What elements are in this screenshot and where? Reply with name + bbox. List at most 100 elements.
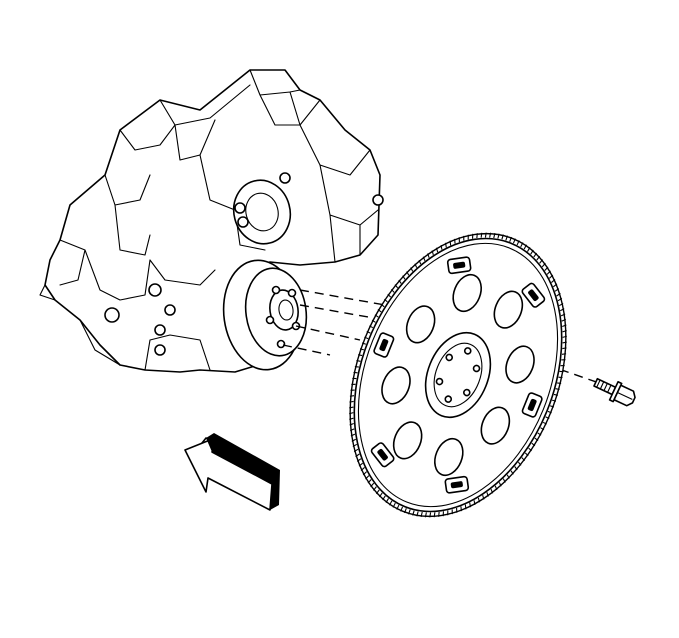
flywheel-hub-bolt-hole — [462, 388, 471, 397]
ring-gear-tooth — [396, 504, 400, 510]
ring-gear-tooth — [480, 232, 483, 238]
ring-gear-tooth — [512, 238, 516, 244]
ring-gear-tooth — [551, 278, 556, 283]
block-bolt-hole — [237, 216, 249, 228]
ring-gear-tooth — [400, 506, 404, 512]
ring-gear-tooth — [354, 365, 359, 368]
ring-gear-tooth — [509, 236, 512, 242]
converter-slot — [521, 392, 543, 418]
flywheel-hub-inner — [433, 342, 483, 408]
ring-gear-tooth — [559, 370, 564, 373]
ring-gear-tooth — [436, 247, 439, 253]
ring-gear-tooth — [541, 262, 546, 268]
ring-gear-tooth — [494, 485, 498, 491]
ring-gear-tooth — [392, 502, 396, 508]
converter-slot-hole — [377, 448, 388, 461]
ring-gear-tooth — [528, 447, 532, 452]
ring-gear-tooth — [385, 498, 390, 503]
alignment-line — [299, 304, 386, 321]
ring-gear-tooth — [482, 495, 485, 500]
ring-gear-tooth — [358, 462, 364, 467]
ring-gear-tooth — [359, 348, 365, 351]
crank-bolt-hole — [265, 315, 275, 325]
ring-gear-tooth — [484, 232, 487, 238]
ring-gear-tooth — [349, 400, 354, 403]
ring-gear-tooth — [352, 443, 358, 448]
ring-gear-tooth — [547, 410, 552, 414]
ring-gear-tooth — [377, 309, 382, 313]
crank-bolt-hole — [271, 285, 281, 295]
ring-gear-tooth — [374, 314, 379, 318]
ring-gear-tooth — [497, 233, 500, 239]
flywheel-hub — [424, 331, 492, 419]
ring-gear-tooth — [442, 511, 445, 517]
ring-gear-tooth — [414, 263, 418, 268]
direction-arrow — [184, 433, 280, 511]
ring-gear-tooth — [562, 324, 567, 327]
ring-gear-tooth — [380, 303, 385, 308]
ring-gear-tooth — [375, 489, 380, 495]
lightening-hole — [434, 437, 464, 477]
ring-gear-tooth — [350, 389, 355, 391]
ring-gear-tooth — [537, 432, 542, 436]
ring-gear-tooth — [412, 510, 415, 516]
ring-gear-tooth — [402, 275, 406, 280]
alignment-line — [295, 325, 361, 341]
ring-gear-tooth — [449, 240, 452, 246]
flywheel-bolt — [593, 377, 636, 407]
flywheel-hub-bolt-hole — [463, 347, 472, 355]
block-bolt-hole — [104, 307, 120, 323]
ring-gear-tooth — [388, 500, 393, 506]
ring-gear-tooth — [544, 266, 549, 271]
ring-gear-tooth — [367, 479, 372, 484]
ring-gear-tooth — [533, 252, 538, 258]
ring-gear-tooth — [456, 507, 458, 513]
ring-gear-tooth — [561, 359, 566, 361]
ring-gear-tooth — [501, 234, 504, 240]
ring-gear-tooth — [553, 393, 558, 396]
ring-gear-tooth — [557, 297, 563, 302]
ring-gear-tooth — [557, 382, 562, 385]
lightening-hole — [405, 305, 436, 344]
ring-gear-tooth — [552, 283, 558, 288]
engine-block-skirt — [39, 284, 211, 371]
flywheel-lightening-holes — [381, 273, 535, 477]
ring-gear-tooth — [516, 240, 520, 246]
ring-gear-tooth — [365, 475, 370, 480]
block-bolt-hole — [148, 283, 162, 297]
rear-main-boss-inner — [245, 192, 279, 232]
ring-gear-tooth — [490, 488, 494, 494]
flywheel — [349, 232, 567, 518]
ring-gear-tooth — [390, 288, 395, 293]
alignment-line — [299, 289, 386, 306]
ring-gear-tooth — [361, 342, 367, 345]
converter-slot-hole — [379, 338, 389, 352]
ring-gear-tooth — [505, 235, 508, 241]
bolt-head-edge — [616, 391, 633, 400]
ring-gear-tooth — [560, 313, 566, 317]
ring-gear-tooth — [561, 318, 567, 322]
ring-gear-tooth — [349, 423, 354, 426]
ring-gear-tooth — [370, 482, 375, 488]
ring-gear-tooth — [562, 341, 567, 344]
ring-gear-tooth — [356, 360, 361, 362]
ring-gear-tooth — [560, 365, 565, 367]
ring-gear-tooth — [523, 244, 528, 250]
ring-gear-tooth — [349, 428, 355, 432]
ring-gear-tooth — [382, 495, 386, 501]
engine-block-outline — [44, 69, 381, 373]
ring-gear-tooth — [506, 474, 510, 479]
ring-gear-tooth — [554, 288, 560, 292]
ring-gear-tooth — [394, 284, 399, 289]
ring-gear-tooth — [542, 421, 547, 425]
ring-gear-tooth — [536, 255, 541, 261]
lightening-hole — [381, 366, 411, 405]
ring-gear-tooth — [372, 486, 377, 491]
ring-gear-tooth — [360, 467, 365, 472]
ring-gear-tooth — [463, 235, 465, 241]
ring-gear-tooth — [416, 511, 419, 517]
crank-flange-pilot — [278, 299, 294, 321]
ring-gear-tooth — [460, 506, 462, 512]
crankshaft-flange — [222, 259, 308, 371]
